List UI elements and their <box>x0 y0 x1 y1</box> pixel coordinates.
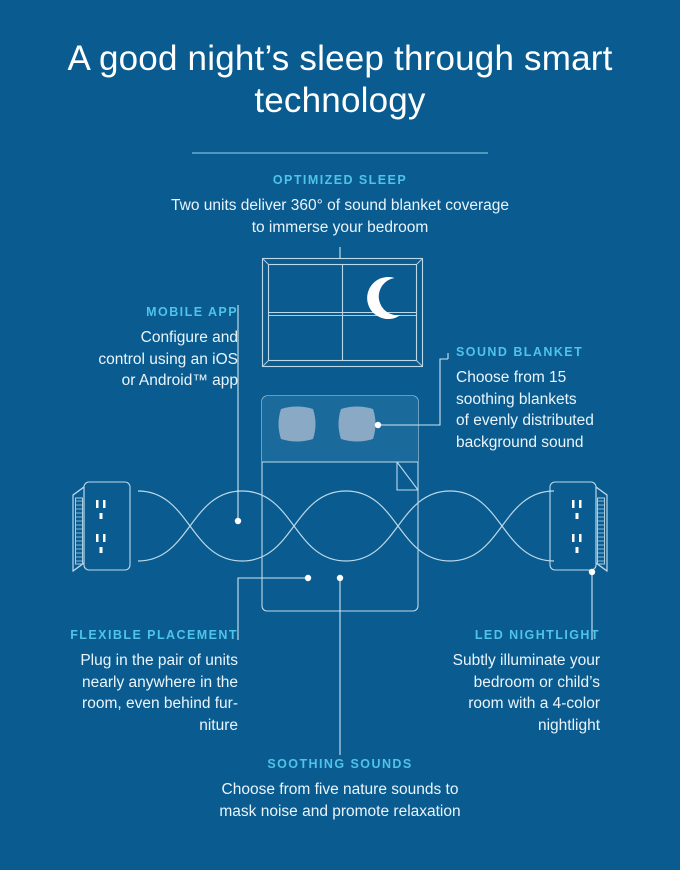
bed-illustration <box>261 395 419 612</box>
callout-body-led-nightlight: Subtly illuminate your bedroom or child’… <box>452 652 600 734</box>
connector-dot <box>304 574 312 582</box>
callout-mobile-app: MOBILE APP Configure and control using a… <box>20 305 238 392</box>
connector-dot <box>588 568 596 576</box>
outlet-sockets-left <box>96 500 106 553</box>
connector-lines <box>234 247 596 755</box>
sound-machine-unit-right <box>549 481 608 573</box>
callout-soothing-sounds: SOOTHING SOUNDS Choose from five nature … <box>160 757 520 822</box>
callout-body-flexible-placement: Plug in the pair of units nearly anywher… <box>80 652 238 734</box>
sound-waves <box>137 490 555 562</box>
callout-body-mobile-app: Configure and control using an iOS or An… <box>98 329 238 389</box>
pillow-right <box>338 406 376 442</box>
callout-heading-optimized-sleep: OPTIMIZED SLEEP <box>272 173 408 187</box>
crescent-moon-icon <box>367 277 401 320</box>
callout-sound-blanket: SOUND BLANKET Choose from 15 soothing bl… <box>456 345 666 453</box>
sound-machine-unit-left <box>72 481 131 573</box>
callout-heading-flexible-placement: FLEXIBLE PLACEMENT <box>70 628 238 642</box>
callout-led-nightlight: LED NIGHTLIGHT Subtly illuminate your be… <box>400 628 600 736</box>
pillow-left <box>278 406 316 442</box>
callout-body-optimized-sleep: Two units deliver 360° of sound blanket … <box>171 197 509 236</box>
callout-flexible-placement: FLEXIBLE PLACEMENT Plug in the pair of u… <box>14 628 238 736</box>
callout-heading-sound-blanket: SOUND BLANKET <box>456 345 584 359</box>
connector-dot <box>234 517 242 525</box>
callout-body-soothing-sounds: Choose from five nature sounds to mask n… <box>219 781 461 820</box>
outlet-sockets-right <box>572 500 582 553</box>
callout-heading-mobile-app: MOBILE APP <box>146 305 238 319</box>
connector-dot <box>374 421 382 429</box>
callout-optimized-sleep: OPTIMIZED SLEEP Two units deliver 360° o… <box>90 173 590 238</box>
window-illustration <box>261 257 424 368</box>
page-title: A good night’s sleep through smart techn… <box>67 39 613 120</box>
connector-dot <box>336 574 344 582</box>
title-divider <box>192 152 488 154</box>
callout-heading-soothing-sounds: SOOTHING SOUNDS <box>267 757 413 771</box>
callout-body-sound-blanket: Choose from 15 soothing blankets of even… <box>456 369 594 451</box>
callout-heading-led-nightlight: LED NIGHTLIGHT <box>474 628 600 642</box>
